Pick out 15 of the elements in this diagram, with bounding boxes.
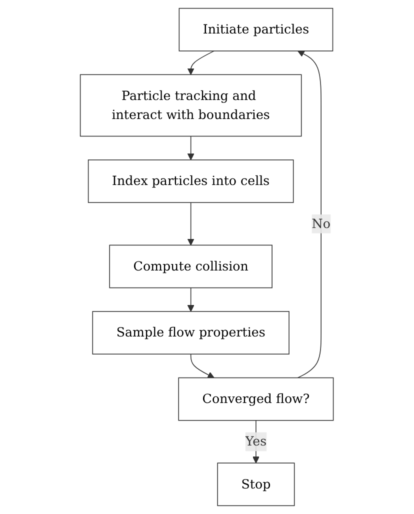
arrow bbox=[188, 287, 194, 312]
node-box: Converged flow? bbox=[178, 377, 334, 421]
edge-label: No bbox=[312, 216, 331, 231]
node-box: Initiate particles bbox=[178, 8, 334, 52]
node-box: Stop bbox=[217, 462, 295, 506]
node-box: Index particles into cells bbox=[88, 160, 294, 203]
arrow bbox=[188, 202, 194, 246]
edge-label: Yes bbox=[246, 434, 267, 449]
arrow bbox=[188, 136, 194, 160]
arrow bbox=[298, 50, 322, 378]
node-box: Particle tracking and interact with boundaries bbox=[80, 74, 302, 137]
node-box: Compute collision bbox=[109, 244, 273, 288]
arrow bbox=[190, 354, 215, 378]
arrow bbox=[188, 50, 215, 75]
node-box: Sample flow properties bbox=[92, 311, 290, 354]
